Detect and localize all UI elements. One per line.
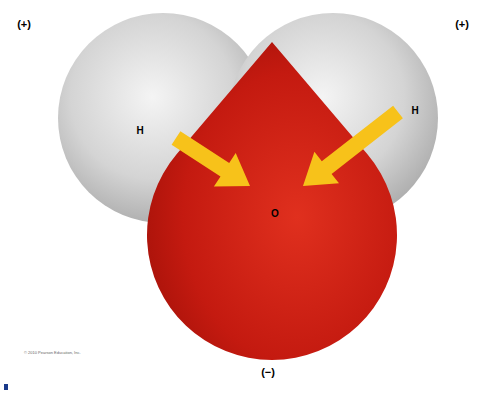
atom-symbol: O: [271, 208, 279, 219]
charge-label: (+): [17, 18, 31, 30]
copyright-note: © 2010 Pearson Education, Inc.: [24, 350, 81, 355]
atom-symbol: H: [136, 125, 143, 136]
oxygen-atom-shape: [147, 42, 397, 360]
yellow-arrow: [303, 106, 403, 186]
charge-label: (−): [261, 366, 275, 378]
atom-symbol: H: [411, 105, 418, 116]
corner-mark: [4, 384, 8, 390]
oxygen-atom: O: [147, 42, 397, 360]
charge-label: (+): [455, 18, 469, 30]
yellow-arrow: [172, 131, 250, 186]
